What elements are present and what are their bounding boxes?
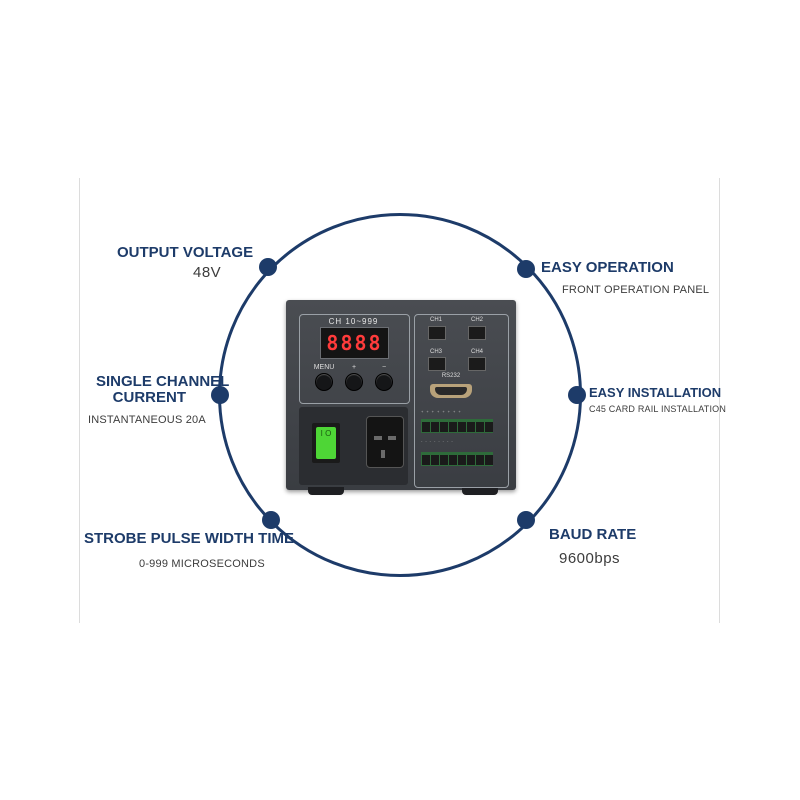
baud-rate-value: 9600bps [559,550,621,567]
dot-output-voltage [259,258,277,276]
baud-rate-title: BAUD RATE [549,526,637,543]
rs232-label: RS232 [441,373,461,379]
dot-baud-rate [517,511,535,529]
rs232-port [430,384,472,398]
channel-range-label: CH 10~999 [328,317,379,326]
device-foot-right [462,487,498,495]
dot-single-channel-current [211,386,229,404]
terminal-block-bottom [421,452,493,466]
single-channel-title-line2: CURRENT [112,389,186,406]
ch3-label: CH3 [430,349,443,355]
power-switch[interactable]: I O [316,427,336,459]
device-foot-left [308,487,344,495]
terminal-marks-top: ++++++++ [421,409,464,414]
minus-button-label: − [381,364,387,371]
single-channel-value: INSTANTANEOUS 20A [88,414,206,426]
easy-installation-value: C45 CARD RAIL INSTALLATION [589,404,727,414]
terminal-block-top [421,419,493,433]
strobe-pulse-title: STROBE PULSE WIDTH TIME [84,530,294,547]
inlet-pin-left [374,436,382,440]
plus-button[interactable] [345,373,363,391]
output-voltage-title: OUTPUT VOLTAGE [117,244,254,261]
plus-button-label: + [351,364,357,371]
left-divider [79,178,80,623]
power-inlet [366,416,404,468]
dot-easy-installation [568,386,586,404]
dot-easy-operation [517,260,535,278]
ch3-connector [428,357,446,371]
easy-operation-title: EASY OPERATION [541,259,674,276]
inlet-pin-ground [381,450,385,458]
terminal-marks-bottom: -------- [421,438,456,443]
ch2-connector [468,326,486,340]
right-divider [719,178,720,623]
menu-button-label: MENU [313,364,335,371]
ch1-label: CH1 [430,317,443,323]
output-voltage-value: 48V [193,264,222,281]
strobe-pulse-value: 0-999 MICROSECONDS [139,558,265,570]
ch1-connector [428,326,446,340]
connector-panel [414,314,509,488]
ch4-connector [468,357,486,371]
led-display: 8888 [320,327,389,359]
dot-strobe-pulse [262,511,280,529]
easy-installation-title: EASY INSTALLATION [589,385,722,400]
ch4-label: CH4 [471,349,484,355]
minus-button[interactable] [375,373,393,391]
single-channel-title-line1: SINGLE CHANNEL [96,373,230,390]
inlet-pin-right [388,436,396,440]
ch2-label: CH2 [471,317,484,323]
easy-operation-value: FRONT OPERATION PANEL [562,284,710,296]
menu-button[interactable] [315,373,333,391]
display-panel [299,314,410,404]
